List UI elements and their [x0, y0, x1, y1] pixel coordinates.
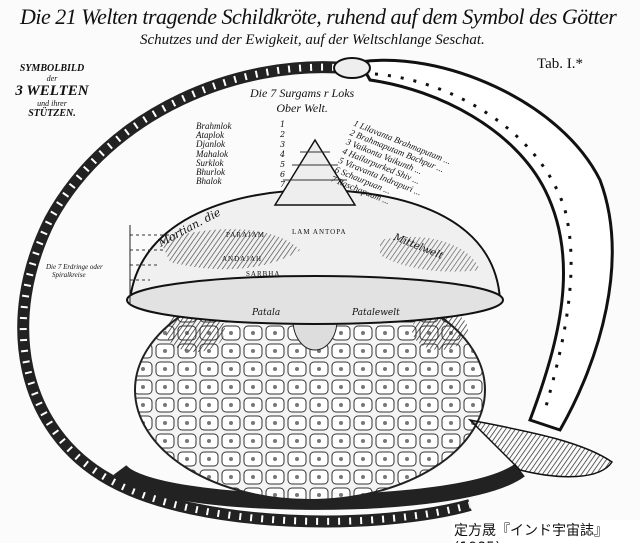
- lok-item: Djanlok: [196, 139, 225, 150]
- serpent-head: [333, 57, 371, 79]
- upper-world-label: Die 7 Surgams r Loks Ober Welt.: [250, 86, 354, 116]
- map-label: PARAJAM: [226, 231, 266, 239]
- engraving-title: Die 21 Welten tragende Schildkröte, ruhe…: [20, 4, 617, 29]
- world-serpent: [17, 57, 614, 528]
- lok-number: 6: [280, 170, 286, 179]
- label-line: SYMBOLBILD: [19, 63, 85, 74]
- label-line: 3 WELTEN: [15, 83, 89, 99]
- lok-number: 4: [280, 150, 286, 159]
- lok-number: 5: [280, 160, 286, 169]
- engraving-subtitle: Schutzes und der Ewigkeit, auf der Welts…: [140, 32, 485, 48]
- lok-number: 2: [280, 130, 286, 139]
- lok-number: 7: [280, 180, 286, 189]
- label-line: STÜTZEN.: [28, 108, 76, 119]
- map-label: Patala: [252, 308, 281, 318]
- upper-world-line: Die 7 Surgams r Loks: [250, 86, 355, 100]
- ring-scale: [130, 234, 175, 281]
- lok-number: 3: [280, 140, 286, 149]
- source-caption: 定方晟『インド宇宙誌』(1985): [452, 520, 640, 543]
- turtle-head: [467, 418, 614, 478]
- earth-dome: [126, 138, 504, 325]
- map-label: LAM ANTOPA: [292, 228, 347, 236]
- map-label: SARBHA: [246, 270, 281, 278]
- lok-item: Brahmlok: [196, 121, 232, 131]
- earth-rings-line: Spiralkreise: [52, 271, 86, 279]
- map-label: Patalewelt: [352, 308, 400, 318]
- lok-item: Ataplok: [196, 130, 224, 141]
- lok-item: Bhurlok: [196, 167, 225, 178]
- earth-rings-label: Die 7 Erdringe oder Spiralkreise: [46, 263, 103, 279]
- label-line: und ihrer: [37, 99, 67, 108]
- lok-numbers: 1 2 3 4 5 6 7: [280, 120, 285, 190]
- label-line: der: [46, 74, 58, 83]
- lok-number: 1: [280, 120, 286, 129]
- earth-rings-line: Die 7 Erdringe oder: [46, 263, 103, 271]
- meru-pyramid: [273, 138, 357, 206]
- upper-world-line: Ober Welt.: [276, 101, 328, 115]
- lok-item: Bhalok: [196, 176, 222, 187]
- lok-item: Surklok: [196, 157, 224, 168]
- plate-number: Tab. I.*: [537, 56, 584, 72]
- map-label: ANDAJAH: [222, 255, 263, 263]
- lok-item: Mahalok: [196, 148, 228, 159]
- symbol-label: SYMBOLBILD der 3 WELTEN und ihrer STÜTZE…: [8, 64, 96, 119]
- loks-list: Brahmlok Ataplok Djanlok Mahalok Surklok…: [196, 121, 232, 187]
